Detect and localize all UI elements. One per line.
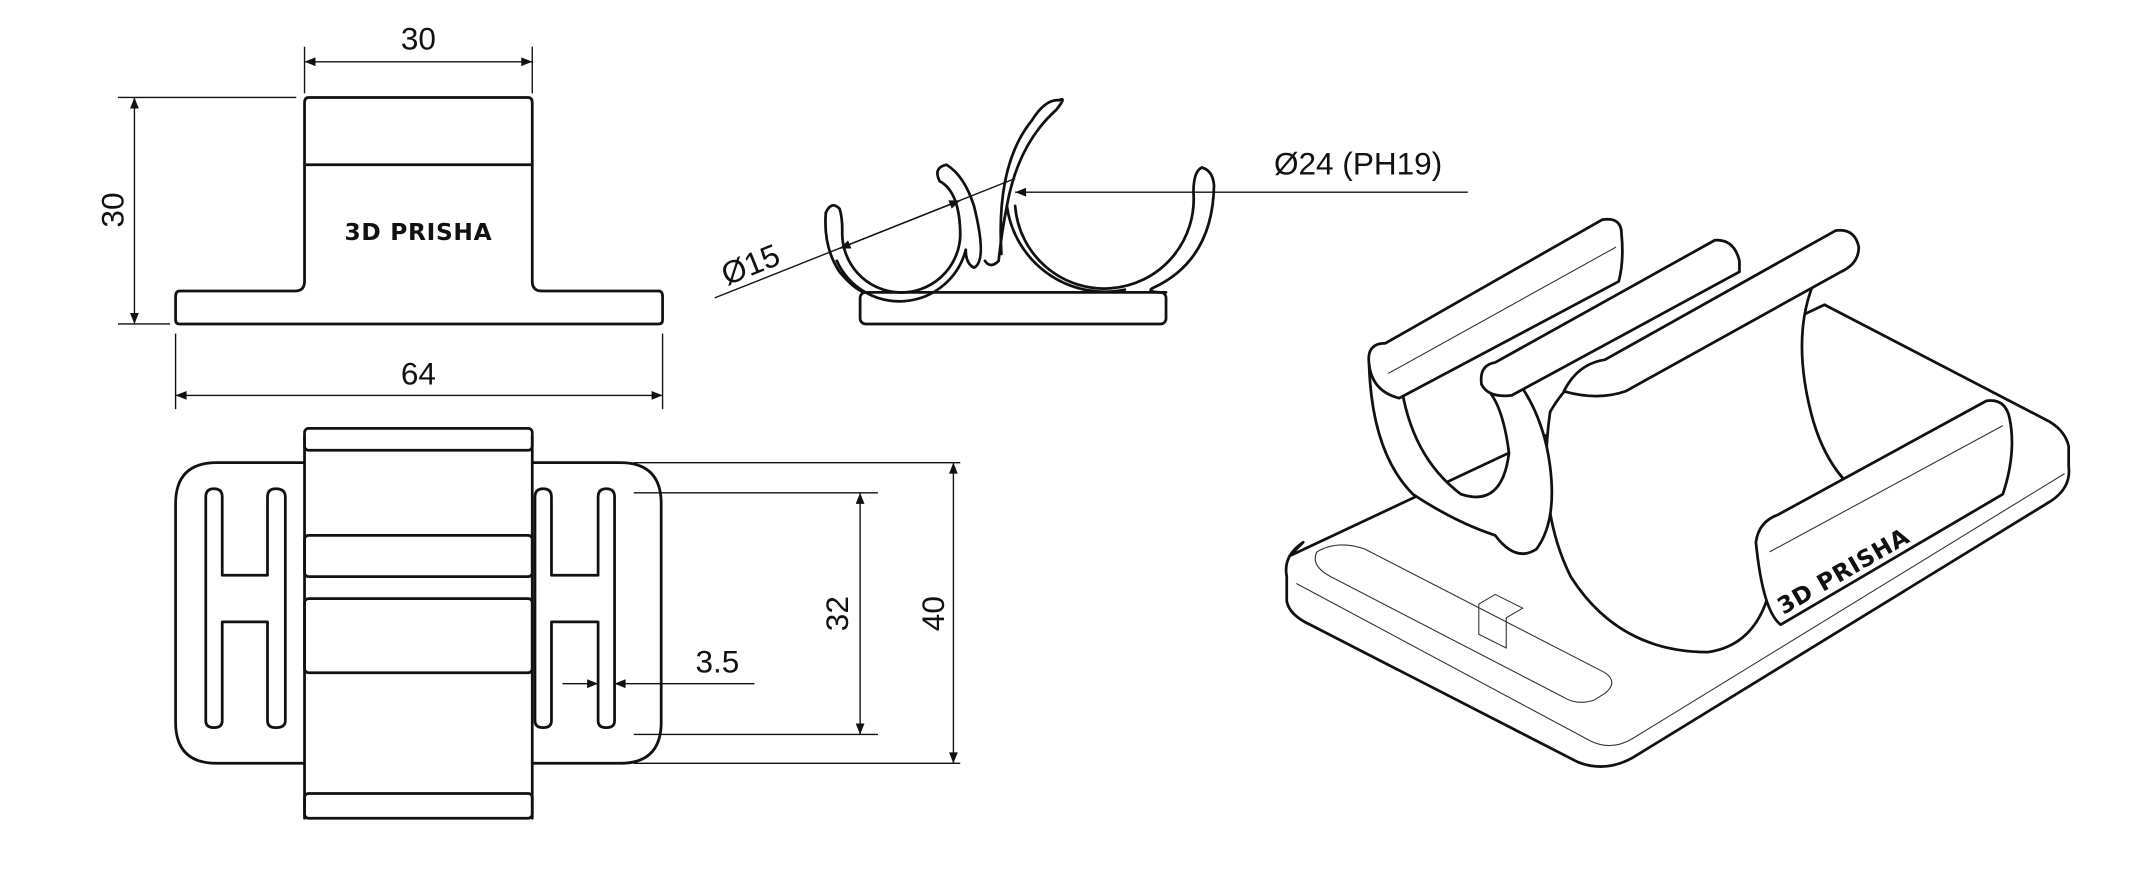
iso-rail-3 bbox=[1562, 228, 1861, 398]
iso-rail-2 bbox=[1479, 238, 1741, 398]
top-view: 32 40 3.5 bbox=[174, 426, 961, 820]
dim-slot-span-32: 32 bbox=[819, 596, 855, 631]
dim-slot-width-3-5: 3.5 bbox=[696, 644, 740, 680]
dim-diameter-24: Ø24 (PH19) bbox=[1274, 145, 1442, 181]
side-base bbox=[858, 291, 1168, 326]
mid-bar-1 bbox=[303, 534, 534, 578]
iso-rail-1 bbox=[1367, 217, 1624, 400]
side-view: Ø15 Ø24 (PH19) bbox=[714, 97, 1468, 326]
plate-outline bbox=[174, 461, 663, 765]
iso-front-rail bbox=[1754, 399, 2014, 627]
small-clip bbox=[824, 163, 983, 294]
iso-slot-front bbox=[1314, 544, 1613, 703]
dim-width-30: 30 bbox=[401, 20, 436, 56]
dim-line-d15 bbox=[839, 199, 961, 250]
h-slot-left bbox=[204, 487, 287, 729]
isometric-view: 3D PRISHA bbox=[1284, 217, 2071, 768]
mid-bar-2 bbox=[303, 597, 534, 675]
front-logo: 3D PRISHA bbox=[344, 219, 492, 246]
dim-base-64: 64 bbox=[401, 355, 436, 391]
front-view: 3D PRISHA 30 30 64 bbox=[94, 20, 664, 410]
front-outline bbox=[174, 96, 664, 326]
bottom-tab bbox=[303, 792, 534, 820]
top-tab bbox=[303, 426, 534, 452]
dim-height-30: 30 bbox=[94, 192, 130, 227]
dim-plate-depth-40: 40 bbox=[915, 596, 951, 631]
h-slot-right bbox=[533, 487, 616, 729]
large-clip bbox=[983, 97, 1064, 267]
